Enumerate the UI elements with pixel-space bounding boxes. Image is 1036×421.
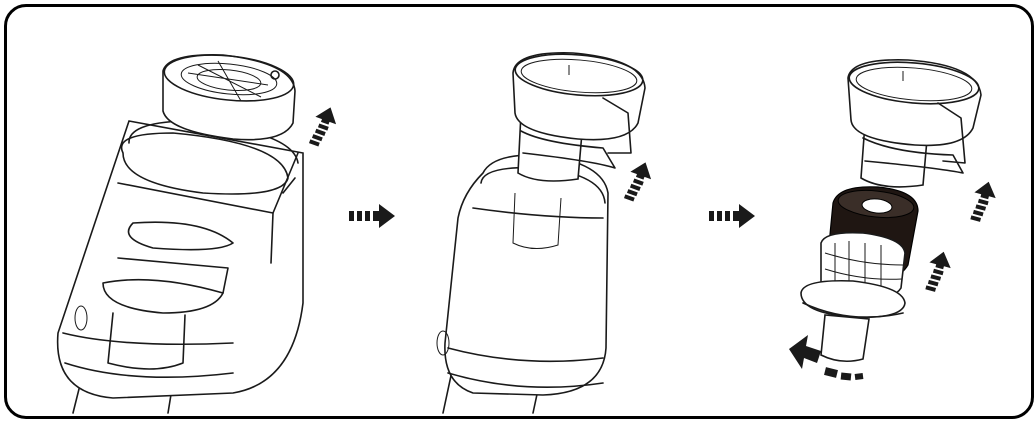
instruction-frame	[4, 4, 1034, 419]
right-arrow-icon	[349, 204, 395, 228]
up-arrow-icon	[922, 248, 955, 295]
step-3-illustration	[789, 59, 1000, 381]
cyclone-cap	[847, 59, 982, 188]
up-arrow-icon	[967, 178, 1000, 225]
rotate-arrow-icon	[789, 335, 864, 381]
instruction-diagram	[56, 52, 1000, 414]
filter-housing	[800, 231, 906, 363]
up-arrow-icon	[306, 103, 341, 150]
step-1-illustration	[56, 54, 341, 414]
up-arrow-icon	[621, 158, 656, 205]
cyclone-assembly	[512, 52, 646, 182]
step-2-illustration	[436, 52, 656, 414]
right-arrow-icon	[709, 204, 755, 228]
top-filter-cap	[162, 54, 296, 141]
